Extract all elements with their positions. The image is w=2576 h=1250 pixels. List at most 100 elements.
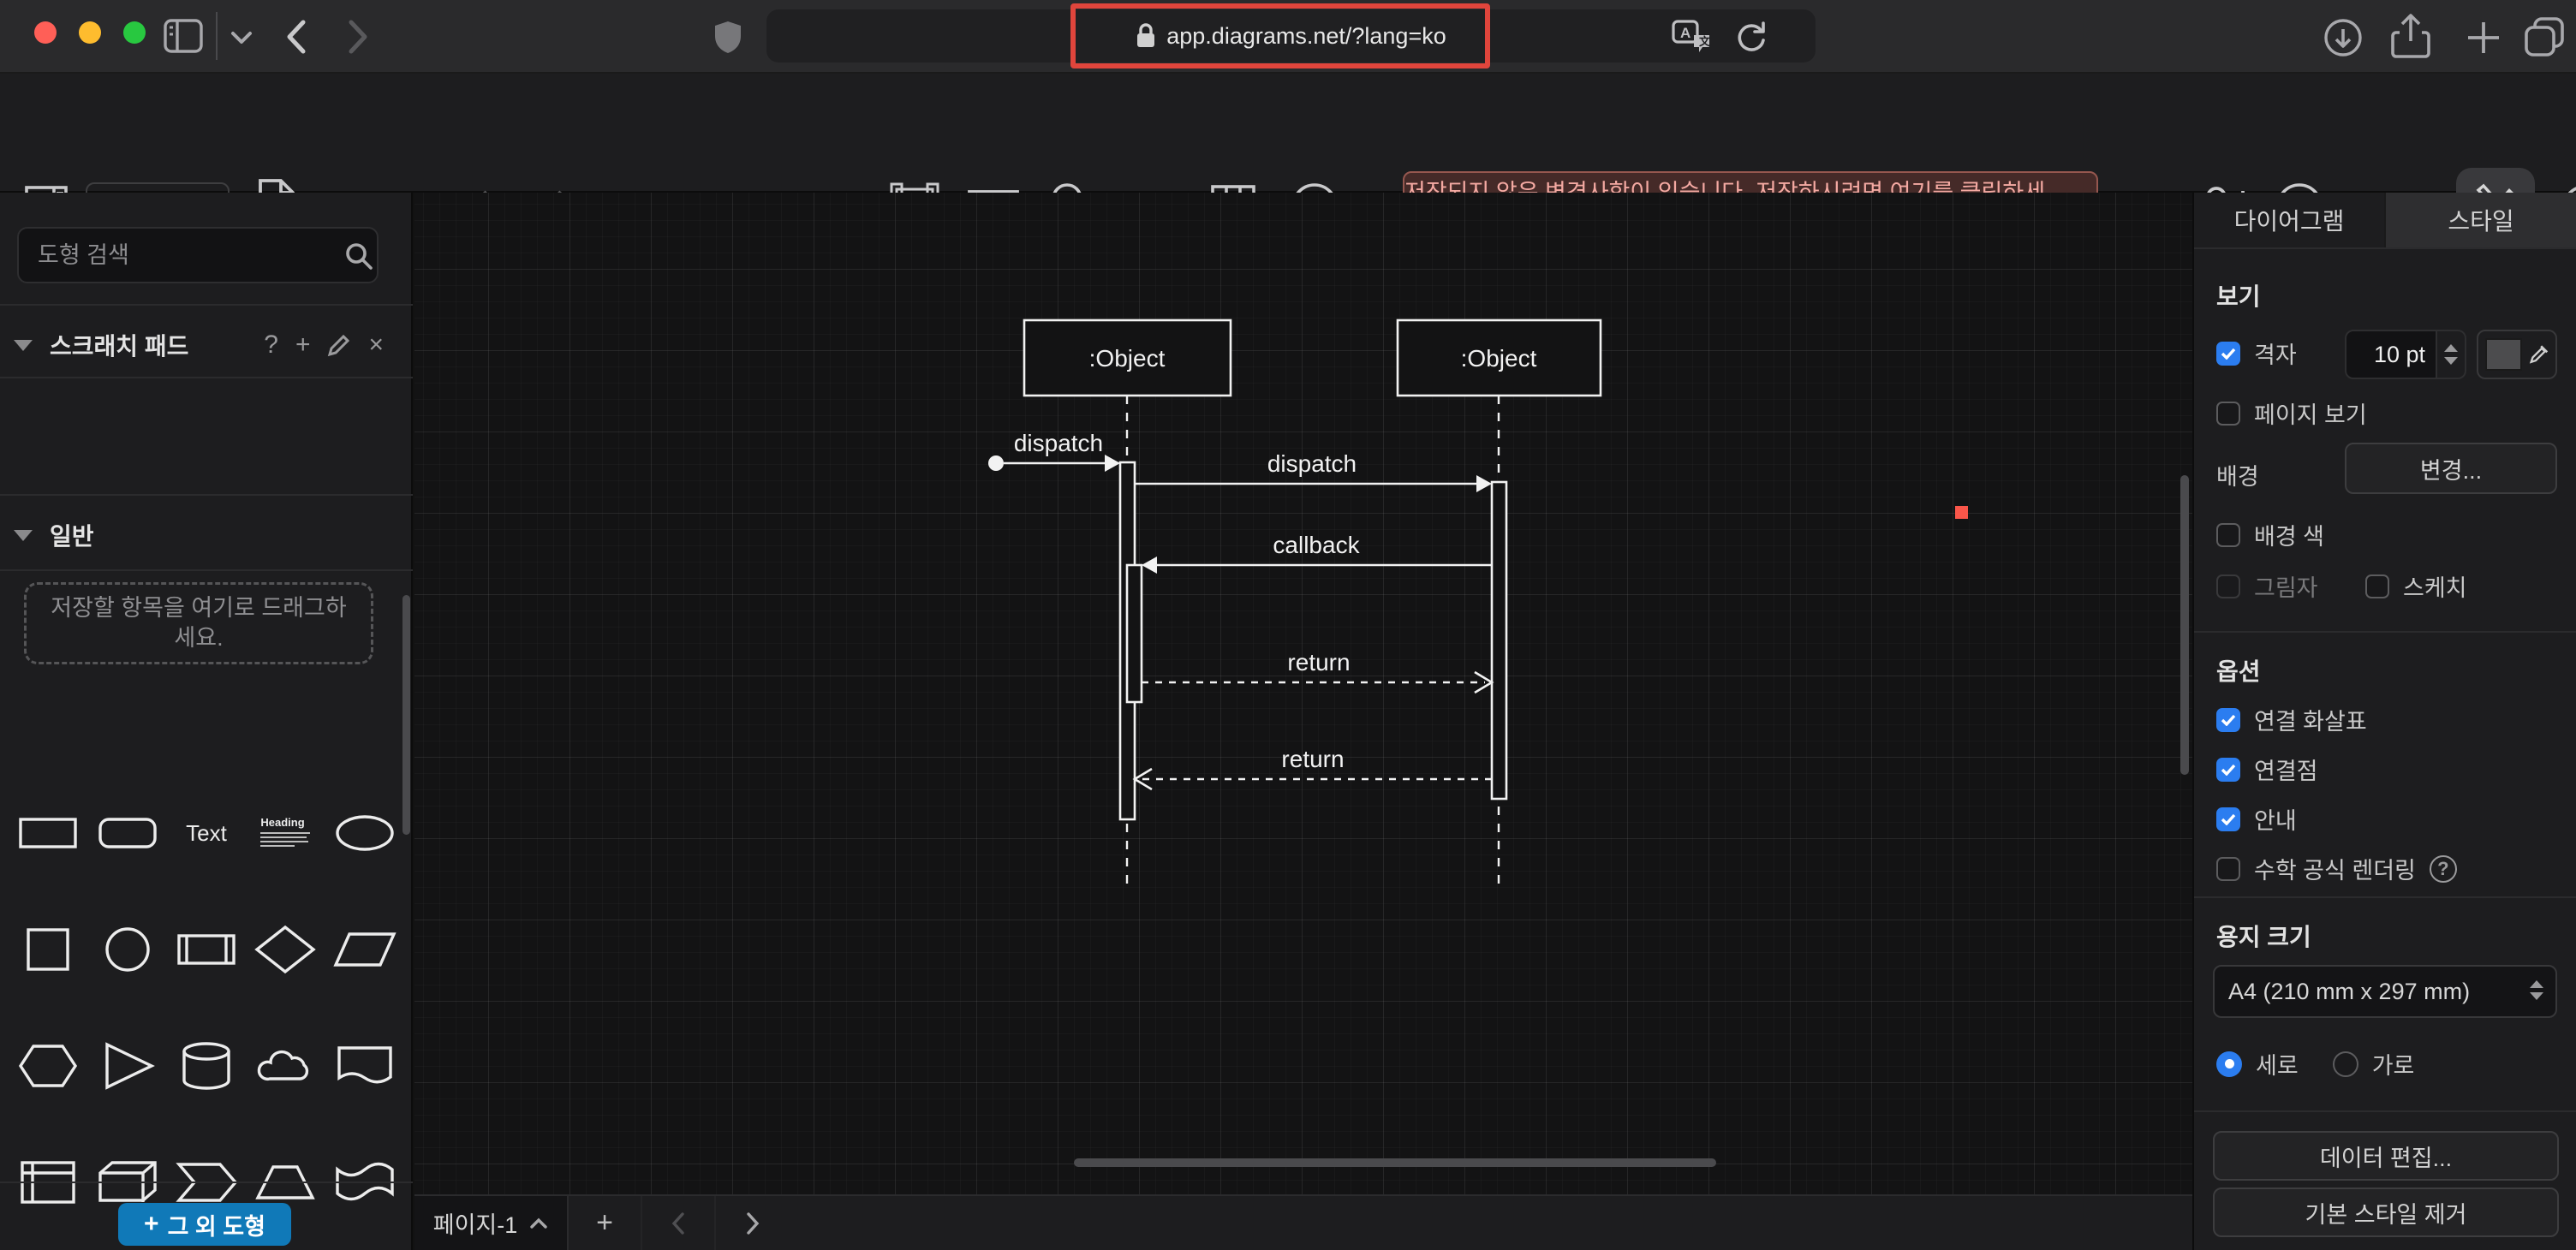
format-panel-tabs: 다이어그램 스타일 [2194, 193, 2576, 249]
divider [0, 377, 413, 378]
general-section-header[interactable]: 일반 [14, 518, 94, 552]
lock-icon [1137, 23, 1155, 47]
grid-size-stepper[interactable] [2437, 330, 2466, 379]
shape-parallelogram[interactable] [325, 898, 404, 1001]
shape-cloud[interactable] [246, 1015, 325, 1117]
collapse-icon [14, 529, 33, 541]
scratchpad-edit-icon[interactable] [327, 333, 351, 357]
shadow-row: 그림자 [2216, 569, 2318, 603]
collaborator-cursor-marker [1955, 506, 1968, 519]
portrait-label: 세로 [2256, 1053, 2299, 1079]
arrowhead-icon [1476, 475, 1492, 492]
grid-size-input[interactable]: 10 pt [2345, 330, 2437, 379]
shape-heading[interactable]: Heading [246, 782, 325, 884]
divider [0, 1182, 413, 1183]
scratchpad-dropzone[interactable]: 저장할 항목을 여기로 드래그하세요. [24, 582, 373, 664]
shape-text[interactable]: Text [186, 819, 227, 846]
background-color-checkbox[interactable] [2216, 522, 2240, 547]
page-view-checkbox[interactable] [2216, 401, 2240, 426]
grid-color-button[interactable] [2477, 330, 2557, 379]
shape-tape[interactable] [325, 1131, 404, 1234]
app-toolbar: 100% A [0, 74, 2576, 247]
shape-ellipse[interactable] [325, 782, 404, 884]
url-text: app.diagrams.net/?lang=ko [1166, 22, 1446, 49]
help-icon[interactable]: ? [2429, 854, 2457, 883]
previous-page-button[interactable] [642, 1196, 716, 1250]
divider [2194, 631, 2576, 633]
shape-circle[interactable] [87, 898, 166, 1001]
change-background-button[interactable]: 변경... [2345, 443, 2557, 494]
shape-process[interactable] [167, 898, 246, 1001]
next-page-button[interactable] [716, 1196, 790, 1250]
shape-cube[interactable] [87, 1131, 166, 1234]
scratchpad-close-icon[interactable]: × [368, 330, 384, 359]
activation-right[interactable] [1490, 480, 1508, 801]
option-checkbox[interactable] [2216, 757, 2240, 782]
edit-data-button[interactable]: 데이터 편집... [2213, 1131, 2559, 1181]
shape-diamond[interactable] [246, 898, 325, 1001]
new-tab-icon[interactable] [2465, 19, 2502, 57]
object-box-right[interactable] [1396, 318, 1602, 397]
address-bar[interactable]: app.diagrams.net/?lang=ko A 文 [766, 9, 1816, 62]
page-tabs-bar: 페이지-1 + [414, 1194, 2192, 1250]
option-checkbox[interactable] [2216, 807, 2240, 831]
shape-trapezoid[interactable] [246, 1131, 325, 1234]
downloads-icon[interactable] [2323, 17, 2364, 58]
portrait-radio[interactable] [2216, 1051, 2242, 1077]
grid-checkbox[interactable] [2216, 341, 2240, 366]
add-page-button[interactable]: + [569, 1196, 642, 1250]
shape-square[interactable] [9, 898, 87, 1001]
divider [0, 304, 413, 306]
sequence-diagram[interactable]: :Object :Object dispatch dispatch callba… [414, 193, 2192, 1194]
chevron-down-icon[interactable] [228, 29, 255, 46]
option-row-2: 연결점 [2216, 753, 2318, 786]
minimize-window-button[interactable] [79, 21, 101, 44]
scratchpad-help-icon[interactable]: ? [264, 330, 278, 359]
maximize-window-button[interactable] [123, 21, 146, 44]
option-checkbox[interactable] [2216, 856, 2240, 881]
more-shapes-button[interactable]: + 그 외 도형 [118, 1203, 291, 1246]
tab-diagram[interactable]: 다이어그램 [2233, 208, 2345, 235]
option-checkbox[interactable] [2216, 707, 2240, 732]
scratchpad-add-icon[interactable]: + [295, 330, 311, 359]
shape-rounded-rectangle[interactable] [87, 782, 166, 884]
object-label-right: :Object [1461, 345, 1537, 372]
shape-search-input[interactable] [17, 227, 379, 283]
tab-overview-icon[interactable] [2523, 15, 2566, 58]
object-box-left[interactable] [1023, 318, 1232, 397]
paper-size-select[interactable]: A4 (210 mm x 297 mm) [2213, 965, 2557, 1018]
activation-left-nested[interactable] [1125, 563, 1143, 704]
reload-icon[interactable] [1733, 21, 1768, 52]
close-window-button[interactable] [34, 21, 57, 44]
shadow-checkbox[interactable] [2216, 574, 2240, 598]
shape-document[interactable] [325, 1015, 404, 1117]
translate-icon[interactable]: A 文 [1672, 20, 1713, 54]
clear-default-style-button[interactable]: 기본 스타일 제거 [2213, 1188, 2559, 1237]
shadow-label: 그림자 [2254, 575, 2318, 601]
landscape-radio[interactable] [2332, 1051, 2358, 1077]
sidebar-toggle-icon[interactable] [163, 17, 204, 55]
found-message-circle[interactable] [988, 455, 1004, 471]
sidebar-scrollbar[interactable] [402, 595, 410, 835]
shield-icon[interactable] [713, 19, 743, 55]
tab-style[interactable]: 스타일 [2384, 193, 2576, 247]
browser-titlebar: app.diagrams.net/?lang=ko A 文 [0, 0, 2576, 74]
share-icon[interactable] [2391, 14, 2430, 60]
canvas-vertical-scrollbar[interactable] [2180, 475, 2189, 775]
back-button[interactable] [283, 15, 312, 58]
divider [2194, 1110, 2576, 1112]
drawing-canvas[interactable]: :Object :Object dispatch dispatch callba… [414, 193, 2192, 1194]
forward-button[interactable] [343, 15, 372, 58]
sketch-checkbox[interactable] [2365, 574, 2389, 598]
page-tab[interactable]: 페이지-1 [414, 1196, 569, 1250]
shape-rectangle[interactable] [9, 782, 87, 884]
grid-label: 격자 [2254, 342, 2297, 368]
shape-hexagon[interactable] [9, 1015, 87, 1117]
chevron-up-icon [530, 1217, 547, 1229]
search-icon[interactable] [344, 241, 373, 271]
shape-triangle[interactable] [87, 1015, 166, 1117]
scratchpad-header[interactable]: 스크래치 패드 ? + × [14, 328, 399, 362]
canvas-horizontal-scrollbar[interactable] [1074, 1158, 1716, 1167]
shape-cylinder[interactable] [167, 1015, 246, 1117]
page-view-label: 페이지 보기 [2254, 402, 2367, 428]
